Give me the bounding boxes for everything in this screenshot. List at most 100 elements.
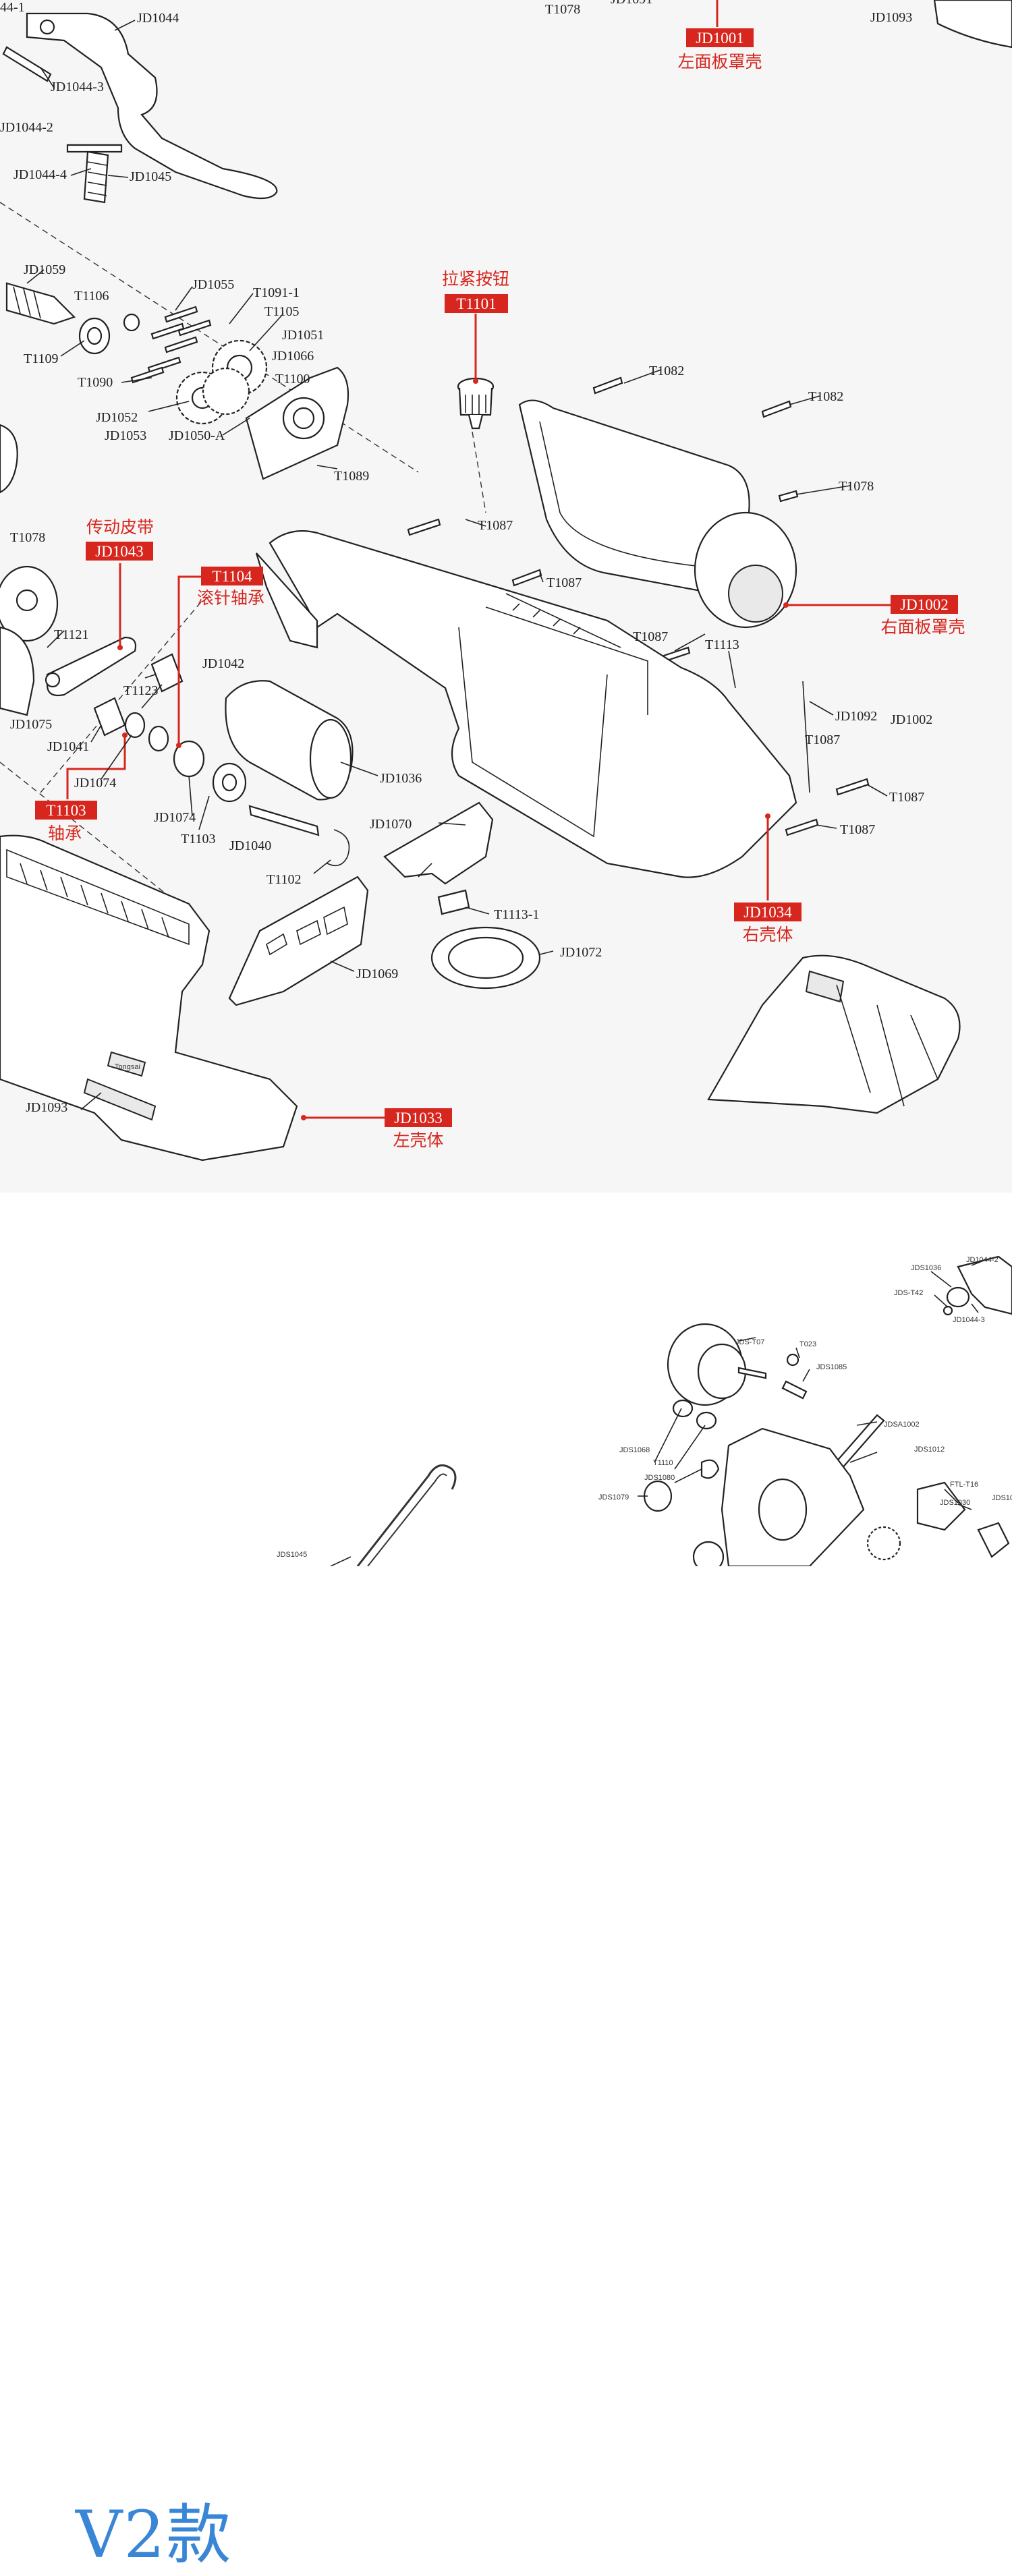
v2-leader-lines: [330, 1259, 986, 1566]
part-label: T1100: [275, 372, 310, 387]
diagram-v1-drawing: Tongsai JD1001 左面板罩壳 拉紧按钮 T1101 传动皮带 JD1…: [0, 0, 1012, 1162]
v2-part-label: JDS1030: [940, 1499, 970, 1507]
bearing-jd1074: [148, 725, 169, 752]
svg-text:轴承: 轴承: [48, 824, 82, 843]
bearing-jd1074: [124, 712, 146, 739]
v2-part-label: JDS1036: [911, 1264, 941, 1272]
lever-hole: [39, 19, 55, 35]
svg-text:右面板罩壳: 右面板罩壳: [880, 617, 965, 637]
v2-part-label: JD1044-2: [966, 1256, 999, 1264]
part-label: T1105: [264, 304, 299, 319]
leader-t1103: [66, 735, 126, 799]
motor-shaft: [248, 805, 320, 836]
screw: [761, 400, 792, 418]
screw: [835, 778, 870, 796]
v2-part-label: JD1044-3: [953, 1316, 985, 1324]
part-label: T1087: [546, 575, 582, 590]
svg-text:传动皮带: 传动皮带: [86, 517, 154, 537]
v2-part-label: T023: [799, 1340, 816, 1348]
part-label: T1106: [74, 289, 109, 304]
callout-jd1002: JD1002 右面板罩壳: [880, 595, 965, 637]
v2-part-label: JDS1080: [644, 1474, 675, 1482]
drive-belt: [46, 636, 137, 697]
assembly-line: [472, 431, 486, 513]
svg-text:JD1034: JD1034: [743, 904, 792, 921]
screw: [592, 376, 623, 395]
part-label: JD1070: [370, 817, 412, 832]
part-label: JD1075: [10, 717, 52, 732]
gear-jd1053: [202, 367, 250, 416]
part-label: T1087: [889, 790, 924, 805]
v2-part-label: JDS10: [992, 1494, 1012, 1502]
part-label: JD1042: [202, 656, 244, 671]
cover-button: [805, 970, 845, 1003]
callout-t1103: T1103 轴承: [35, 801, 97, 843]
svg-text:T1104: T1104: [212, 568, 252, 585]
clip-ring: [327, 829, 350, 867]
part-label: JD1044: [137, 11, 179, 26]
washer: [45, 672, 61, 688]
part-label: T1121: [54, 627, 88, 642]
leader-t1104: [177, 575, 202, 745]
dust-ring-inner: [447, 936, 524, 979]
svg-text:T1101: T1101: [456, 295, 496, 312]
cover-inner-edge: [539, 421, 702, 567]
svg-text:T1103: T1103: [46, 802, 86, 819]
left-housing: [0, 834, 298, 1162]
part-label: JD1044-3: [51, 80, 104, 94]
part-label: T1078: [839, 479, 874, 494]
part-label: JD1002: [891, 712, 932, 727]
part-label: JD1041: [47, 739, 89, 754]
part-label: T1087: [633, 629, 668, 644]
part-label: JD1092: [835, 709, 877, 724]
part-label: JD1074: [154, 810, 196, 825]
part-label: JD1069: [356, 967, 398, 981]
svg-text:右壳体: 右壳体: [742, 925, 793, 944]
part-label: JD1074: [74, 776, 116, 791]
v2-part-label: JDS-T07: [735, 1338, 764, 1346]
part-label: T1087: [478, 518, 513, 533]
part-label: JD1045: [130, 169, 171, 184]
svg-text:JD1001: JD1001: [696, 30, 744, 47]
part-label: JD1072: [560, 945, 602, 960]
callout-t1101: 拉紧按钮 T1101: [442, 269, 509, 313]
housing-slots: [505, 593, 621, 648]
switch-pin: [437, 889, 470, 915]
bearing-inner: [221, 773, 237, 792]
housing-window: [458, 627, 608, 838]
assembly-line: [0, 762, 196, 918]
part-label: T1123: [123, 683, 158, 698]
v2-part-label: JDSA1002: [884, 1421, 920, 1429]
worm-shaft: [5, 282, 76, 325]
v2-part-label: FTL-T16: [950, 1481, 978, 1489]
brand-plate: [107, 1051, 146, 1077]
v2-labels: JDS-T07 T023 JDS1085 JDS1036 JD1044-2 JD…: [277, 1256, 1012, 1559]
part-label: T1087: [805, 733, 840, 747]
pcb-components: [266, 906, 348, 956]
part-label: JD1040: [229, 838, 271, 853]
v2-section: V2款: [0, 1193, 1012, 2573]
part-label: JD1053: [105, 428, 146, 443]
hook-rod: [356, 1464, 457, 1566]
part-label: JD1052: [96, 410, 138, 425]
part-label: JD1050-A: [169, 428, 225, 443]
v2-part-label: JDS-T42: [894, 1289, 923, 1297]
part-label: JD1051: [282, 328, 324, 343]
diagram-v2-drawing: JDS-T07 T023 JDS1085 JDS1036 JD1044-2 JD…: [277, 1255, 1012, 1566]
cover-jd1093-right: [707, 954, 961, 1114]
part-label: JD1066: [272, 349, 314, 364]
housing-arm: [255, 552, 318, 649]
v2-part-label: JDS1068: [619, 1446, 650, 1454]
part-label: JD1044-2: [0, 120, 53, 135]
motor-cover-cap: [728, 565, 783, 623]
svg-text:拉紧按钮: 拉紧按钮: [442, 269, 509, 289]
part-label: T1082: [649, 364, 684, 378]
callout-jd1043: 传动皮带 JD1043: [86, 517, 154, 561]
switch-bracket: [383, 801, 494, 885]
plate-boss-inner: [292, 407, 315, 430]
gear-jd1042: [150, 653, 184, 693]
bracket: [0, 626, 35, 716]
lever-pin: [2, 46, 52, 82]
v2-parts: [643, 1255, 1012, 1566]
part-label: T1078: [545, 2, 580, 17]
